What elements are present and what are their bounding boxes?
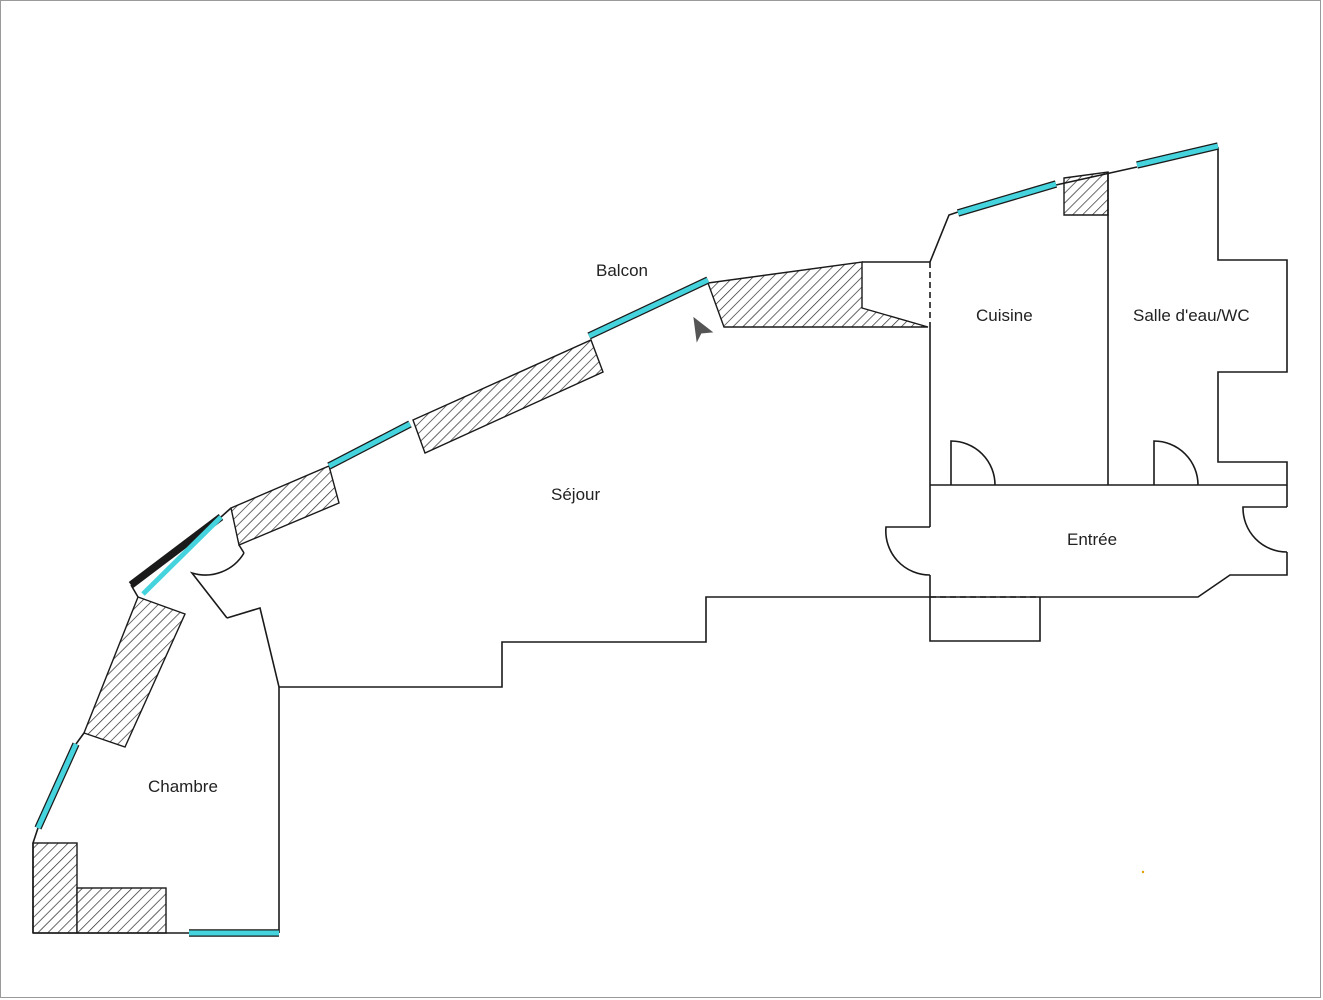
bedroom-corner-wall [32,827,39,844]
room-label-balcon: Balcon [596,261,648,280]
kitchen-top-wall [929,211,959,263]
kitchen-roof-line [1055,166,1138,186]
front-door [1242,506,1288,553]
bedroom-closet-block [32,842,78,934]
walls [32,147,1288,934]
room-labels: Balcon Cuisine Salle d'eau/WC Séjour Ent… [148,261,1250,796]
room-label-sejour: Séjour [551,485,600,504]
balcony-wall-block [707,261,929,328]
mouse-pointer-icon [693,316,714,343]
living-lower-wall [279,596,930,688]
bedroom-side-edge [75,732,85,745]
living-side-edge [220,507,232,518]
room-label-chambre: Chambre [148,777,218,796]
window-bedroom-left-2 [128,514,224,596]
bathroom-right-wall [1217,147,1288,507]
living-partition [226,606,280,688]
living-side-edge-2 [238,544,245,554]
window-kitchen [956,180,1058,217]
windows [34,142,1219,937]
window-bathroom [1136,142,1219,169]
entrance-right-wall [930,552,1288,598]
bedroom-side-edge-2 [130,584,139,598]
room-label-salle-eau: Salle d'eau/WC [1133,306,1250,325]
living-wall-block-1 [412,339,604,454]
kitchen-door [950,440,996,486]
room-label-entree: Entrée [1067,530,1117,549]
bedroom-closet-block-2 [76,887,167,934]
window-living-1 [327,420,412,470]
window-living-2 [587,276,710,340]
room-label-cuisine: Cuisine [976,306,1033,325]
bedroom-wall-block [83,596,186,748]
bathroom-door [1153,440,1199,486]
doors [189,440,1288,619]
bedroom-door [189,552,245,619]
stray-dot [1141,870,1145,874]
entrance-side-door [885,526,931,576]
window-bedroom-left-1 [34,742,80,830]
storage-closet [929,597,1041,642]
structural-blocks [32,171,1109,934]
living-wall-block-2 [230,465,340,546]
